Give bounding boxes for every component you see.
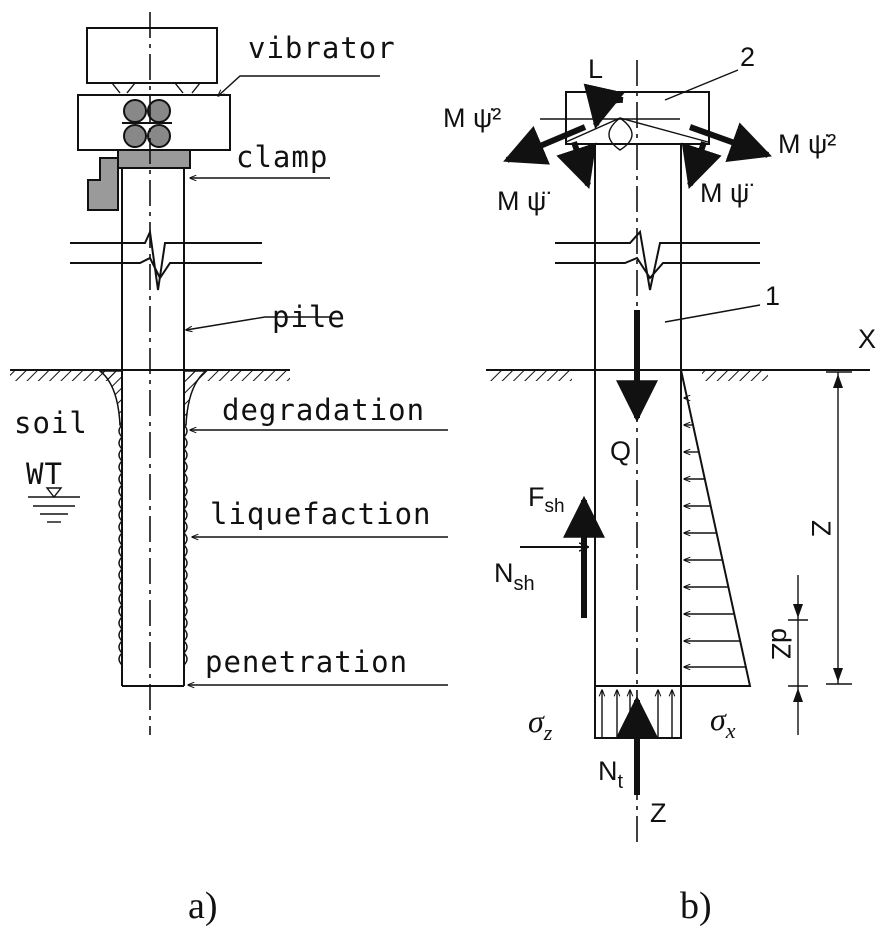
label-1-leader: [664, 304, 761, 323]
tangential-left-arrow: [556, 141, 597, 189]
liquefaction-zone-right: [183, 424, 188, 666]
rotation-arrow-icon: [583, 83, 625, 130]
label-liquefaction: liquefaction: [210, 497, 432, 531]
label-1: 1: [765, 281, 780, 311]
lateral-stress-arrows: [684, 398, 746, 667]
label-2: 2: [740, 42, 755, 72]
centrifugal-right-arrow: [688, 122, 772, 162]
label-Q: Q: [610, 436, 631, 466]
label-depth-dz: dZ: [766, 628, 796, 660]
label-pile: pile: [272, 300, 346, 334]
label-L: L: [588, 54, 603, 84]
label-Fsh: Fsh: [528, 482, 565, 517]
label-m-psiddot-right: M ψ̈: [700, 178, 753, 208]
caption-a: a): [188, 885, 218, 927]
water-table-icon: [28, 487, 80, 523]
label-vibrator: vibrator: [248, 31, 396, 65]
ground-hatch-b-left: [490, 371, 572, 381]
lateral-stress-triangle: [680, 369, 752, 687]
label-penetration: penetration: [205, 645, 408, 679]
ground-hatch-left: [10, 371, 118, 381]
label-soil: soil: [14, 406, 88, 440]
label-axis-x: X: [858, 324, 876, 354]
eccentric-weights-icon: [122, 99, 172, 148]
liquefaction-zone-left: [118, 424, 123, 666]
pile-leader: [186, 316, 330, 330]
figure-a: vibrator clamp pile soil WT degradation …: [10, 12, 448, 927]
label-m-psidot-sq-right: M ψ̇²: [778, 129, 836, 159]
pile-b-break-symbol: [555, 229, 760, 291]
label-sigma-z: σz: [528, 703, 553, 745]
label-axis-z: Z: [650, 798, 667, 828]
centrifugal-left-arrow: [503, 124, 587, 165]
label-depth-z: Z: [806, 520, 836, 537]
caption-b: b): [680, 885, 712, 927]
label-clamp: clamp: [236, 140, 328, 174]
figure-b: L 2 1 X Z Z dZ M ψ̇² M ψ̇² M ψ̈ M ψ̈ Q F…: [443, 42, 876, 927]
pile-break-symbol: [70, 228, 262, 291]
vibrator-upper-box: [86, 27, 218, 84]
clamp-shape: [87, 149, 191, 211]
vibrator-springs: [111, 82, 201, 94]
label-m-psiddot-left: M ψ̈: [497, 186, 550, 216]
label-Nt: Nt: [598, 756, 624, 793]
vibrator-leader: [218, 75, 380, 96]
label-m-psidot-sq-left: M ψ̇²: [443, 103, 501, 133]
label-2-leader: [664, 69, 739, 101]
label-degradation: degradation: [222, 393, 425, 427]
ground-hatch-b-right: [702, 371, 768, 381]
ground-hatch-right: [188, 371, 290, 381]
tangential-right-arrow: [681, 141, 722, 189]
label-sigma-x: σx: [710, 701, 736, 743]
label-Nsh: Nsh: [494, 558, 535, 595]
label-water-table: WT: [26, 457, 63, 491]
